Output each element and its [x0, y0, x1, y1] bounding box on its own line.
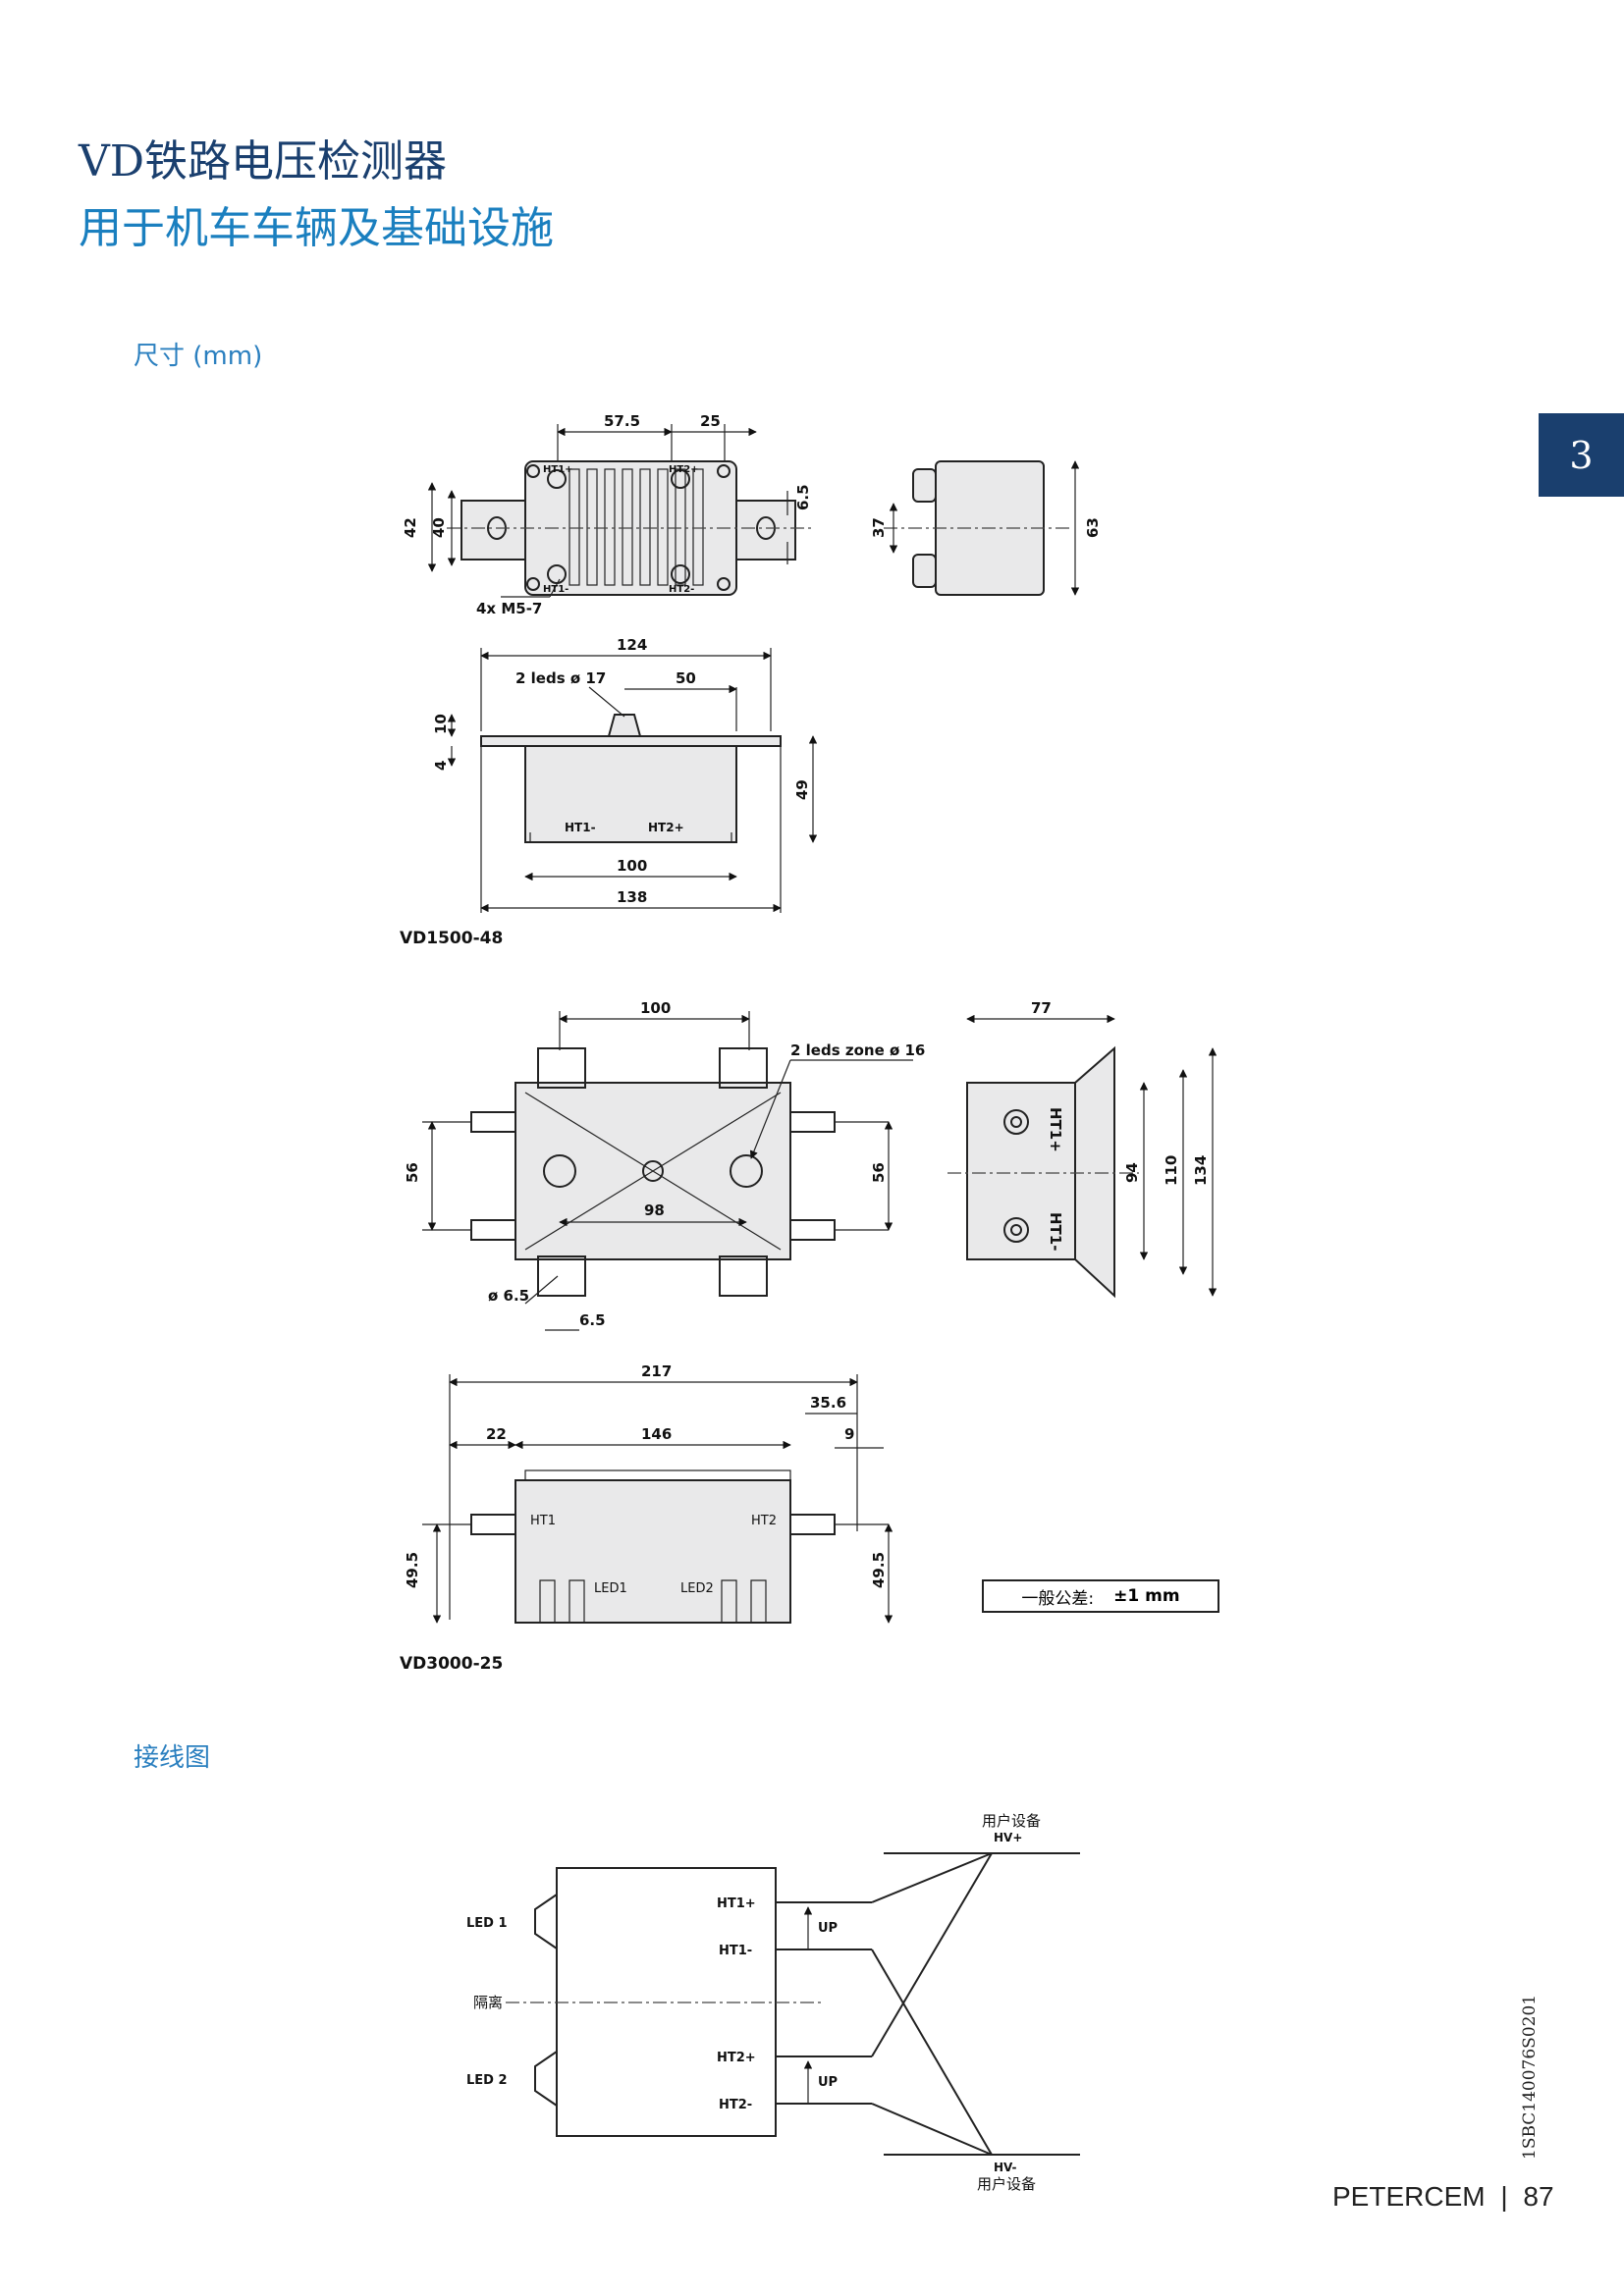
wiring-hv-minus: HV-	[994, 2161, 1016, 2174]
section-dimensions: 尺寸 (mm)	[134, 342, 263, 371]
dim-124: 124	[617, 636, 647, 654]
dim-94: 94	[1123, 1162, 1141, 1183]
dim-100-b: 100	[640, 999, 671, 1017]
tolerance-box: 一般公差: ±1 mm	[982, 1579, 1219, 1613]
dim-138: 138	[617, 888, 647, 906]
vd1500-top-view: 57.5 25 42 40 6.5 4x M5-7 HT1+ HT2+ HT1-…	[402, 412, 815, 617]
dim-217: 217	[641, 1362, 672, 1380]
dim-49-5b: 49.5	[870, 1552, 888, 1588]
dim-50: 50	[676, 669, 696, 687]
chapter-tab: 3	[1539, 413, 1624, 497]
label-ht1p: HT1+	[543, 464, 573, 475]
footer: PETERCEM | 87	[1332, 2181, 1554, 2213]
label-led2: LED2	[680, 1581, 714, 1596]
model-vd3000: VD3000-25	[400, 1654, 503, 1674]
model-vd1500: VD1500-48	[400, 929, 503, 948]
footer-divider: |	[1500, 2181, 1508, 2212]
label-leds: 2 leds ø 17	[515, 669, 606, 687]
tolerance-value: ±1 mm	[1113, 1586, 1180, 1606]
dim-100: 100	[617, 857, 647, 875]
wiring-ht1m: HT1-	[719, 1944, 752, 1958]
label-ht1: HT1	[530, 1514, 556, 1528]
dim-57-5: 57.5	[604, 412, 640, 430]
dim-9: 9	[844, 1425, 854, 1443]
dim-22: 22	[486, 1425, 507, 1443]
dim-10: 10	[432, 714, 450, 734]
wiring-ht1p: HT1+	[717, 1896, 756, 1911]
dim-56a: 56	[404, 1162, 421, 1183]
dim-hole: ø 6.5	[488, 1287, 529, 1305]
wiring-led1: LED 1	[466, 1916, 508, 1931]
dim-6-5: 6.5	[794, 484, 812, 510]
label-leds-zone: 2 leds zone ø 16	[790, 1041, 925, 1059]
dim-6-5-b: 6.5	[579, 1311, 606, 1329]
dim-40: 40	[430, 517, 448, 538]
dim-56b: 56	[870, 1162, 888, 1183]
dim-49-5a: 49.5	[404, 1552, 421, 1588]
label-screws: 4x M5-7	[476, 600, 542, 617]
label-ht2m: HT2-	[669, 584, 694, 595]
dim-4: 4	[432, 761, 450, 771]
label-ht1m: HT1-	[543, 584, 568, 595]
label-bottom-ht2: HT2+	[648, 821, 684, 834]
dim-146: 146	[641, 1425, 672, 1443]
dim-42: 42	[402, 517, 419, 538]
dim-63: 63	[1084, 517, 1102, 538]
vd3000-top-view: 56 56 98 100 2 leds zone ø 16 ø 6.5 6.5	[404, 999, 925, 1331]
side-label-ht1p: HT1+	[1047, 1107, 1064, 1152]
vd3000-front-view: 217 35.6 22 146 9 49.5 49.5 HT1 HT2 LED1…	[404, 1362, 893, 1624]
label-led1: LED1	[594, 1581, 627, 1596]
vd1500-front-view: 124 50 2 leds ø 17 10 4 49 100 138 HT1- …	[432, 636, 818, 913]
dim-134: 134	[1192, 1155, 1210, 1186]
wiring-hv-plus: HV+	[994, 1831, 1022, 1844]
dim-35-6: 35.6	[810, 1394, 846, 1412]
tolerance-label: 一般公差:	[1021, 1588, 1095, 1609]
dim-49: 49	[793, 779, 811, 800]
dim-77: 77	[1031, 999, 1052, 1017]
wiring-led2: LED 2	[466, 2073, 508, 2088]
doc-code: 1SBC140076S0201	[1520, 1994, 1540, 2160]
section-wiring: 接线图	[134, 1743, 211, 1773]
footer-brand: PETERCEM	[1332, 2181, 1486, 2212]
page-subtitle: 用于机车车辆及基础设施	[79, 203, 554, 253]
page-title: VD铁路电压检测器	[79, 136, 448, 187]
label-bottom-ht1: HT1-	[565, 821, 596, 834]
dim-37: 37	[870, 517, 888, 538]
dim-25: 25	[700, 412, 721, 430]
wiring-up2: UP	[818, 2075, 838, 2090]
wiring-ht2m: HT2-	[719, 2098, 752, 2112]
wiring-user-bottom: 用户设备	[977, 2175, 1036, 2193]
vd1500-side-view: 37 63	[870, 460, 1102, 596]
dim-98: 98	[644, 1201, 665, 1219]
side-label-ht1m: HT1-	[1047, 1212, 1064, 1251]
label-ht2p: HT2+	[669, 464, 699, 475]
footer-page: 87	[1523, 2181, 1554, 2212]
wiring-diagram: UP UP HT1+ HT1- HT2+ HT2- LED 1 LED 2 隔离…	[466, 1812, 1080, 2193]
wiring-isolation: 隔离	[473, 1994, 503, 2011]
wiring-ht2p: HT2+	[717, 2051, 756, 2065]
vd3000-side-view: 77 94 110 134 HT1+ HT1-	[947, 999, 1218, 1299]
label-ht2: HT2	[751, 1514, 777, 1528]
wiring-up1: UP	[818, 1921, 838, 1936]
dim-110: 110	[1163, 1155, 1180, 1186]
wiring-user-top: 用户设备	[982, 1812, 1041, 1830]
